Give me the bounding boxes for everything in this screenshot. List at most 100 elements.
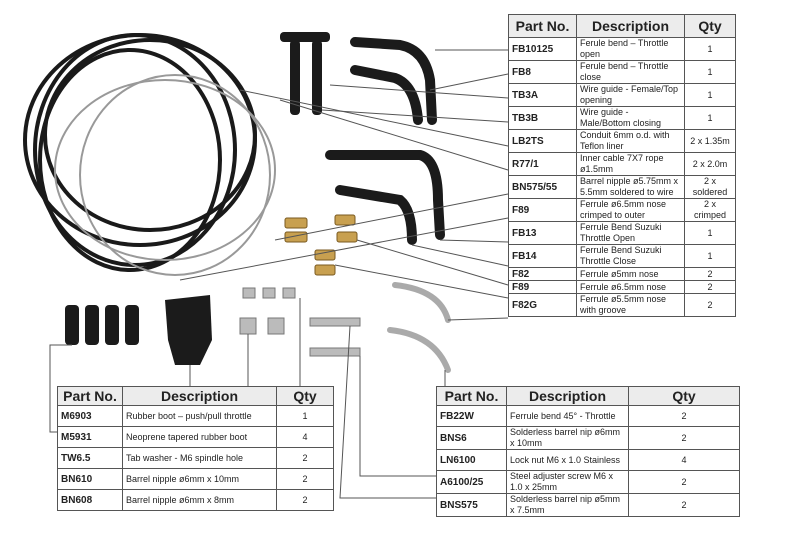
quantity-cell: 2 bbox=[684, 293, 736, 317]
description-cell: Barrel nipple ø6mm x 10mm bbox=[122, 468, 277, 490]
quantity-cell: 2 bbox=[684, 267, 736, 281]
quantity-cell: 2 bbox=[276, 489, 334, 511]
part-number-cell: TB3B bbox=[508, 106, 577, 130]
part-number-cell: A6100/25 bbox=[436, 470, 507, 494]
header-qty: Qty bbox=[276, 386, 334, 406]
quantity-cell: 2 x crimped bbox=[684, 198, 736, 222]
description-cell: Barrel nipple ø6mm x 8mm bbox=[122, 489, 277, 511]
part-number-cell: FB8 bbox=[508, 60, 577, 84]
part-number-cell: FB13 bbox=[508, 221, 577, 245]
quantity-cell: 2 bbox=[276, 447, 334, 469]
header-part: Part No. bbox=[57, 386, 123, 406]
description-cell: Neoprene tapered rubber boot bbox=[122, 426, 277, 448]
wire-guides bbox=[280, 32, 330, 115]
part-number-cell: F82 bbox=[508, 267, 577, 281]
quantity-cell: 2 x 1.35m bbox=[684, 129, 736, 153]
part-number-cell: M5931 bbox=[57, 426, 123, 448]
header-description: Description bbox=[122, 386, 277, 406]
part-number-cell: BN575/55 bbox=[508, 175, 577, 199]
inner-cable-coil bbox=[54, 74, 276, 276]
part-number-cell: FB22W bbox=[436, 405, 507, 427]
part-number-cell: TW6.5 bbox=[57, 447, 123, 469]
part-number-cell: M6903 bbox=[57, 405, 123, 427]
description-cell: Steel adjuster screw M6 x 1.0 x 25mm bbox=[506, 470, 629, 494]
description-cell: Rubber boot – push/pull throttle bbox=[122, 405, 277, 427]
ferrule-bends bbox=[325, 37, 445, 245]
description-cell: Tab washer - M6 spindle hole bbox=[122, 447, 277, 469]
quantity-cell: 1 bbox=[276, 405, 334, 427]
part-number-cell: BNS6 bbox=[436, 426, 507, 450]
metal-parts bbox=[239, 287, 361, 357]
description-cell: Ferrule Bend Suzuki Throttle Open bbox=[576, 221, 685, 245]
description-cell: Ferule bend – Throttle close bbox=[576, 60, 685, 84]
part-number-cell: BN608 bbox=[57, 489, 123, 511]
part-number-cell: LB2TS bbox=[508, 129, 577, 153]
header-qty: Qty bbox=[628, 386, 740, 406]
description-cell: Conduit 6mm o.d. with Teflon liner bbox=[576, 129, 685, 153]
description-cell: Ferule bend – Throttle open bbox=[576, 37, 685, 61]
description-cell: Solderless barrel nip ø5mm x 7.5mm bbox=[506, 493, 629, 517]
description-cell: Ferrule ø5.5mm nose with groove bbox=[576, 293, 685, 317]
quantity-cell: 1 bbox=[684, 60, 736, 84]
quantity-cell: 1 bbox=[684, 244, 736, 268]
quantity-cell: 1 bbox=[684, 106, 736, 130]
part-number-cell: FB10125 bbox=[508, 37, 577, 61]
quantity-cell: 2 bbox=[628, 405, 740, 427]
header-part: Part No. bbox=[436, 386, 507, 406]
quantity-cell: 2 bbox=[628, 493, 740, 517]
quantity-cell: 2 bbox=[276, 468, 334, 490]
description-cell: Lock nut M6 x 1.0 Stainless bbox=[506, 449, 629, 471]
leader-lines bbox=[49, 49, 509, 499]
steel-bends bbox=[387, 282, 451, 373]
description-cell: Wire guide - Female/Top opening bbox=[576, 83, 685, 107]
header-part: Part No. bbox=[508, 14, 577, 38]
quantity-cell: 2 bbox=[684, 280, 736, 294]
description-cell: Ferrule ø5mm nose bbox=[576, 267, 685, 281]
brass-ferrules bbox=[284, 214, 358, 276]
part-number-cell: FB14 bbox=[508, 244, 577, 268]
quantity-cell: 1 bbox=[684, 221, 736, 245]
part-number-cell: TB3A bbox=[508, 83, 577, 107]
quantity-cell: 4 bbox=[276, 426, 334, 448]
quantity-cell: 2 x soldered bbox=[684, 175, 736, 199]
description-cell: Inner cable 7X7 rope ø1.5mm bbox=[576, 152, 685, 176]
description-cell: Ferrule Bend Suzuki Throttle Close bbox=[576, 244, 685, 268]
quantity-cell: 2 bbox=[628, 426, 740, 450]
part-number-cell: BN610 bbox=[57, 468, 123, 490]
description-cell: Wire guide - Male/Bottom closing bbox=[576, 106, 685, 130]
part-number-cell: LN6100 bbox=[436, 449, 507, 471]
cable-coil bbox=[23, 33, 257, 272]
description-cell: Barrel nipple ø5.75mm x 5.5mm soldered t… bbox=[576, 175, 685, 199]
header-description: Description bbox=[506, 386, 629, 406]
part-number-cell: F89 bbox=[508, 280, 577, 294]
part-number-cell: R77/1 bbox=[508, 152, 577, 176]
part-number-cell: BNS575 bbox=[436, 493, 507, 517]
quantity-cell: 1 bbox=[684, 83, 736, 107]
description-cell: Ferrule bend 45° - Throttle bbox=[506, 405, 629, 427]
description-cell: Solderless barrel nip ø6mm x 10mm bbox=[506, 426, 629, 450]
